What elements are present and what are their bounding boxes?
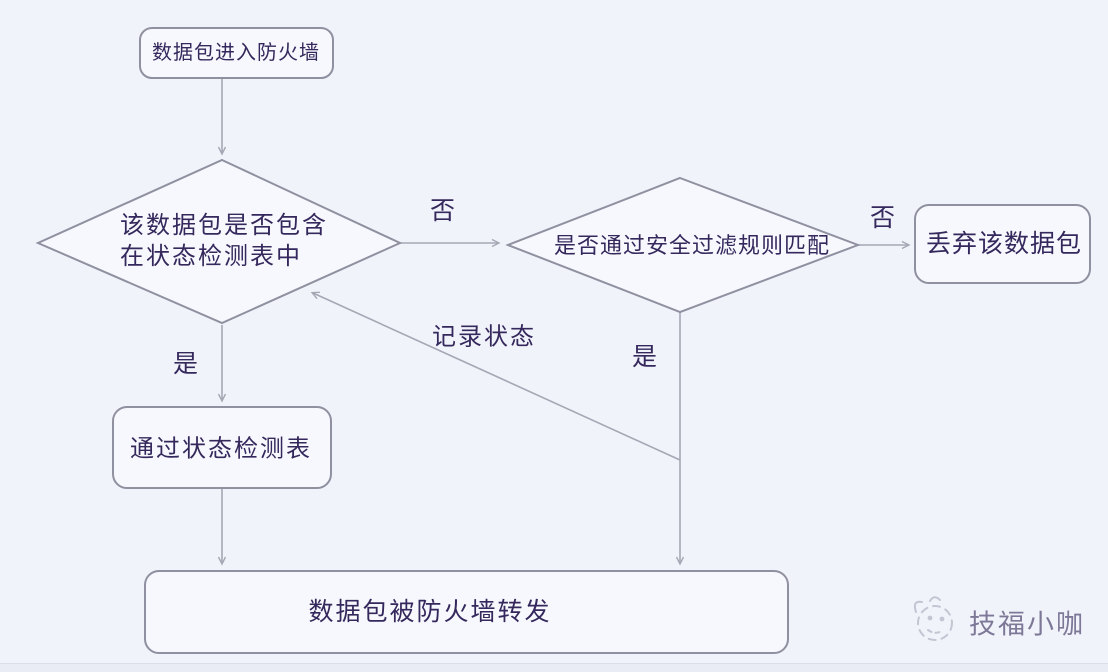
watermark-text: 技福小咖 bbox=[969, 609, 1085, 640]
start-node-label: 数据包进入防火墙 bbox=[152, 42, 320, 64]
start-node-shape bbox=[139, 27, 334, 79]
state-table-decision-label-line2: 在状态检测表中 bbox=[120, 244, 302, 270]
edge-record-state-to-state-table bbox=[310, 291, 681, 461]
pass-state-table-node-label: 通过状态检测表 bbox=[130, 436, 312, 463]
filter-rule-decision-label: 是否通过安全过滤规则匹配 bbox=[553, 232, 831, 258]
pass-state-table-node-shape bbox=[112, 406, 332, 489]
image-bottom-edge bbox=[0, 663, 1108, 672]
state-table-decision-label-line1: 该数据包是否包含 bbox=[120, 213, 328, 239]
edge-label-filter-rule-no: 否 bbox=[869, 205, 897, 232]
forward-node-shape bbox=[144, 570, 789, 654]
edge-label-state-table-yes: 是 bbox=[172, 351, 200, 378]
forward-node-label: 数据包被防火墙转发 bbox=[308, 599, 552, 626]
state-table-decision-label: 该数据包是否包含 在状态检测表中 bbox=[120, 211, 328, 273]
sketch-cat-face-icon bbox=[913, 596, 953, 641]
edge-label-state-table-no: 否 bbox=[429, 198, 457, 225]
state-table-decision-shape bbox=[35, 158, 403, 325]
filter-rule-decision-shape bbox=[505, 176, 861, 314]
discard-node-label: 丢弃该数据包 bbox=[925, 231, 1083, 258]
discard-node-shape bbox=[914, 204, 1091, 284]
edge-label-record-state: 记录状态 bbox=[432, 324, 536, 351]
edge-label-filter-rule-yes: 是 bbox=[631, 344, 659, 371]
